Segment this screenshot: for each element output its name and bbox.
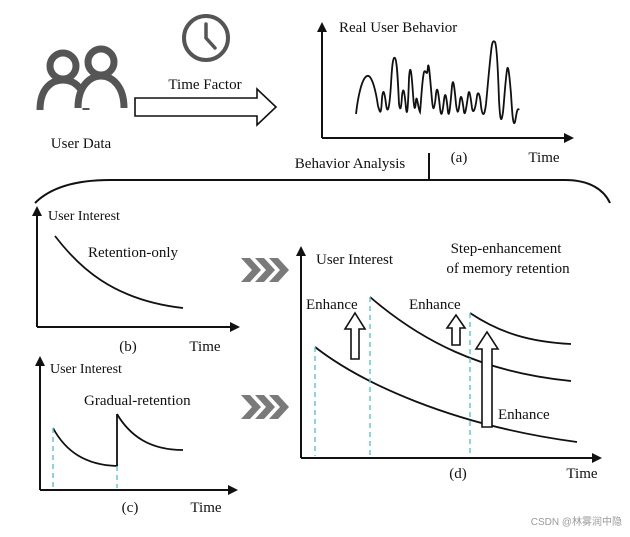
panel-d-title-line1: Step-enhancement bbox=[451, 241, 563, 257]
retention-curve-high bbox=[469, 312, 572, 345]
panel-a-axes bbox=[317, 22, 574, 143]
behavior-analysis-label: Behavior Analysis bbox=[295, 156, 406, 172]
retention-curve-low bbox=[314, 346, 578, 443]
enhance-arrow-2 bbox=[445, 313, 467, 346]
panel-b-axes bbox=[32, 206, 240, 332]
gradual-retention-curve-2 bbox=[116, 413, 184, 451]
panel-a-label: (a) bbox=[451, 150, 468, 166]
panel-d-title-line2: of memory retention bbox=[446, 261, 570, 277]
panel-d-label: (d) bbox=[449, 466, 467, 482]
panel-c-label: (c) bbox=[122, 500, 139, 516]
triple-chevron-icon bbox=[241, 258, 289, 282]
retention-only-curve bbox=[54, 235, 184, 309]
panel-c-ylabel: User Interest bbox=[50, 362, 122, 377]
panel-d-time-label: Time bbox=[566, 466, 597, 482]
enhance-label-2: Enhance bbox=[409, 297, 461, 313]
panel-b-label: (b) bbox=[119, 339, 137, 355]
time-factor-label: Time Factor bbox=[168, 77, 241, 93]
two-users-icon bbox=[36, 45, 128, 111]
user-data-label: User Data bbox=[51, 136, 112, 152]
enhance-arrow-3 bbox=[474, 330, 500, 428]
real-behavior-title: Real User Behavior bbox=[339, 20, 457, 36]
enhance-label-3: Enhance bbox=[498, 407, 550, 423]
gradual-retention-curve-1 bbox=[52, 414, 118, 467]
time-factor-arrow bbox=[134, 87, 278, 127]
panel-c-time-label: Time bbox=[190, 500, 221, 516]
panel-d-ylabel: User Interest bbox=[316, 252, 394, 268]
csdn-watermark: CSDN @林雾润中隐 bbox=[531, 515, 622, 528]
panel-d-axes bbox=[296, 246, 602, 463]
clock-icon bbox=[182, 14, 230, 62]
retention-only-label: Retention-only bbox=[88, 245, 178, 261]
enhance-label-1: Enhance bbox=[306, 297, 358, 313]
panel-a-time-label: Time bbox=[528, 150, 559, 166]
triple-chevron-icon bbox=[241, 395, 289, 419]
retention-curve-mid bbox=[369, 296, 572, 382]
panel-b-ylabel: User Interest bbox=[48, 209, 120, 224]
behavior-analysis-brace bbox=[34, 153, 611, 204]
gradual-retention-label: Gradual-retention bbox=[84, 393, 191, 409]
real-behavior-signal bbox=[355, 40, 520, 125]
panel-b-time-label: Time bbox=[189, 339, 220, 355]
panel-c-axes bbox=[35, 356, 238, 495]
enhance-arrow-1 bbox=[343, 311, 367, 360]
